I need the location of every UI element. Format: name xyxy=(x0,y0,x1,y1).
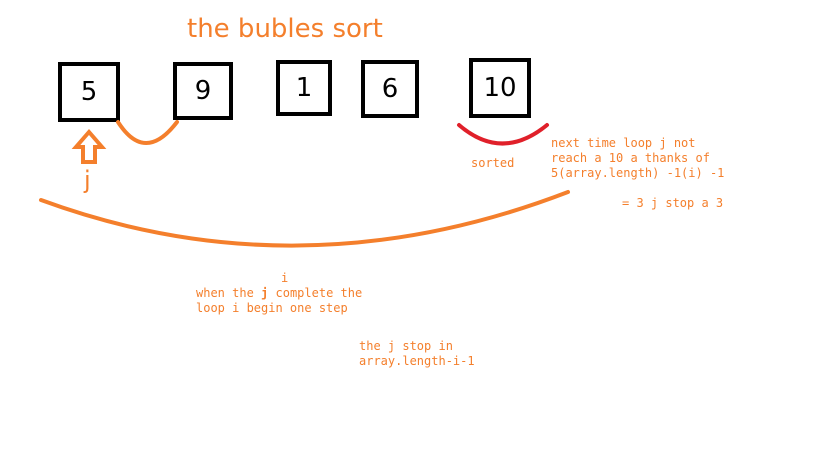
i-label: i xyxy=(281,271,289,285)
note-stop-line: the j stop in xyxy=(359,339,453,353)
note-i-bold-j: j xyxy=(261,286,269,300)
note-i-text: when the xyxy=(196,286,262,300)
j-label: j xyxy=(84,166,91,194)
box-1: 1 xyxy=(276,60,332,116)
note-stop-line: array.length-i-1 xyxy=(359,354,475,368)
sorted-label: sorted xyxy=(471,156,515,170)
note-right-line: = 3 j stop a 3 xyxy=(622,196,724,210)
i-loop-curve xyxy=(39,190,570,248)
note-i-line: loop i begin one step xyxy=(196,301,348,315)
note-right-line: next time loop j not xyxy=(551,136,696,150)
box-10: 10 xyxy=(469,58,531,118)
note-stop: the j stop in array.length-i-1 xyxy=(359,339,475,369)
note-right-line: 5(array.length) -1(i) -1 xyxy=(551,166,725,180)
note-i-line: when the j complete the xyxy=(196,286,362,301)
note-right: next time loop j not reach a 10 a thanks… xyxy=(551,136,724,211)
note-right-line: reach a 10 a thanks of xyxy=(551,151,710,165)
box-9: 9 xyxy=(173,62,233,120)
note-i-text: complete the xyxy=(268,286,363,300)
j-arrow-icon xyxy=(71,128,107,164)
box-6: 6 xyxy=(361,60,419,118)
sorted-arc xyxy=(457,123,549,146)
note-i: i when the j complete the loop i begin o… xyxy=(196,271,362,316)
page-title: the bubles sort xyxy=(187,14,383,44)
swap-arc xyxy=(116,120,179,145)
box-5: 5 xyxy=(58,62,120,122)
